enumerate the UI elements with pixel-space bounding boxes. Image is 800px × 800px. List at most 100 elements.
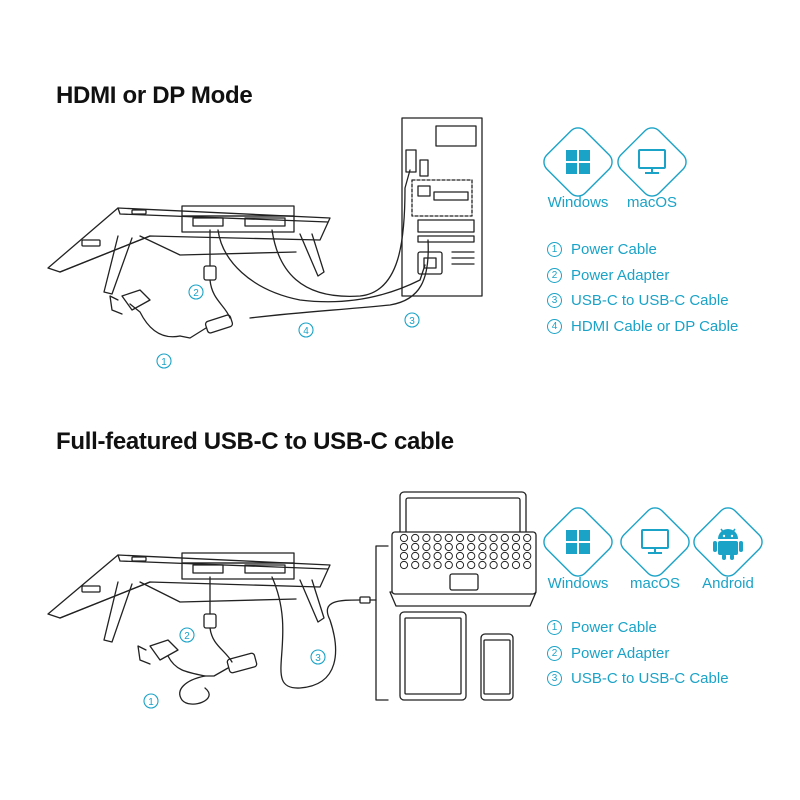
keyboard-key: [523, 560, 532, 570]
os-label-macos-2: macOS: [629, 575, 680, 592]
keyboard-key: [511, 533, 521, 543]
legend-label: USB-C to USB-C Cable: [571, 670, 729, 688]
keyboard-key: [455, 560, 465, 570]
keyboard-key: [399, 533, 409, 543]
legend-label: Power Cable: [571, 241, 657, 259]
legend-1: 1 Power Cable 2 Power Adapter 3 USB-C to US…: [547, 237, 738, 339]
windows-logo-icon: [566, 530, 590, 554]
legend-item: 4 HDMI Cable or DP Cable: [547, 314, 738, 340]
keyboard-key: [399, 551, 409, 561]
keyboard-key: [511, 542, 521, 552]
keyboard-key: [422, 560, 431, 570]
keyboard-key: [399, 542, 409, 552]
legend-num: 1: [547, 620, 562, 636]
legend-label: Power Cable: [571, 619, 657, 637]
section1-title: HDMI or DP Mode: [56, 82, 253, 109]
keyboard-key: [511, 551, 521, 561]
windows-logo-icon: [566, 150, 590, 174]
legend-num: 2: [547, 645, 562, 661]
windows-diamond-2: [539, 503, 617, 581]
callout-2-2: 2: [184, 631, 190, 642]
legend-item: 1 Power Cable: [547, 237, 738, 263]
keyboard-key: [500, 542, 509, 552]
monitor-icon: [641, 529, 669, 554]
keyboard-key: [523, 533, 532, 543]
keyboard-key: [444, 560, 453, 570]
keyboard-key: [399, 560, 409, 570]
keyboard-key: [411, 542, 420, 552]
legend-num: 3: [547, 671, 562, 687]
os-label-macos-1: macOS: [626, 194, 677, 211]
legend-item: 3 USB-C to USB-C Cable: [547, 666, 729, 692]
keyboard-key: [467, 542, 476, 552]
pc-tower: [401, 117, 483, 297]
callout-2: 2: [193, 288, 199, 299]
keyboard-key: [433, 533, 442, 543]
keyboard-key: [455, 533, 465, 543]
legend-num: 1: [547, 242, 562, 258]
keyboard-key: [523, 542, 532, 552]
windows-diamond-1: [539, 123, 617, 201]
os-label-windows-1: Windows: [547, 194, 609, 211]
keyboard-key: [411, 551, 420, 561]
macos-diamond-1: [613, 123, 691, 201]
legend-2: 1 Power Cable 2 Power Adapter 3 USB-C to US…: [547, 615, 729, 692]
pen-display-1: [47, 205, 331, 295]
tablet-screen: [404, 617, 462, 695]
keyboard-key: [411, 560, 420, 570]
keyboard-key: [444, 533, 453, 543]
keyboard-key: [433, 560, 442, 570]
legend-label: USB-C to USB-C Cable: [571, 292, 729, 310]
keyboard-key: [433, 542, 442, 552]
android-diamond-2: [689, 503, 767, 581]
keyboard-key: [500, 533, 509, 543]
keyboard-key: [433, 551, 442, 561]
legend-label: Power Adapter: [571, 266, 670, 284]
keyboard-key: [467, 533, 476, 543]
device-bracket: [375, 545, 389, 701]
callouts-1: 1 2 3 4: [156, 284, 420, 369]
legend-item: 3 USB-C to USB-C Cable: [547, 288, 738, 314]
legend-item: 1 Power Cable: [547, 615, 729, 641]
legend-item: 2 Power Adapter: [547, 641, 729, 667]
legend-num: 2: [547, 267, 562, 283]
keyboard-key: [511, 560, 521, 570]
keyboard-key: [523, 551, 532, 561]
keyboard-key: [500, 560, 509, 570]
keyboard-key: [444, 551, 453, 561]
laptop: [389, 491, 537, 607]
callout-3: 3: [409, 316, 415, 327]
legend-num: 3: [547, 293, 562, 309]
tablet-device: [399, 611, 467, 701]
macos-diamond-2: [616, 503, 694, 581]
keyboard-key: [478, 542, 487, 552]
pen-display-2: [47, 552, 331, 643]
power-adapter-1: [109, 289, 234, 339]
keyboard-key: [478, 560, 487, 570]
laptop-keyboard: [399, 533, 532, 570]
legend-num: 4: [547, 318, 562, 334]
callout-1: 1: [161, 357, 167, 368]
section2-title: Full-featured USB-C to USB-C cable: [56, 428, 454, 455]
os-label-windows-2: Windows: [547, 575, 609, 592]
keyboard-key: [478, 533, 487, 543]
keyboard-key: [455, 542, 465, 552]
keyboard-key: [489, 551, 498, 561]
phone-device: [480, 633, 514, 701]
keyboard-key: [478, 551, 487, 561]
keyboard-key: [444, 542, 453, 552]
legend-label: HDMI Cable or DP Cable: [571, 317, 739, 335]
keyboard-key: [411, 533, 420, 543]
keyboard-key: [422, 542, 431, 552]
callout-2-1: 1: [148, 697, 154, 708]
keyboard-key: [489, 560, 498, 570]
keyboard-key: [489, 533, 498, 543]
phone-screen: [483, 639, 511, 695]
monitor-icon: [638, 149, 666, 174]
cables-2: [137, 576, 377, 705]
legend-label: Power Adapter: [571, 644, 670, 662]
android-icon: [712, 528, 744, 561]
keyboard-key: [467, 560, 476, 570]
keyboard-key: [422, 551, 431, 561]
